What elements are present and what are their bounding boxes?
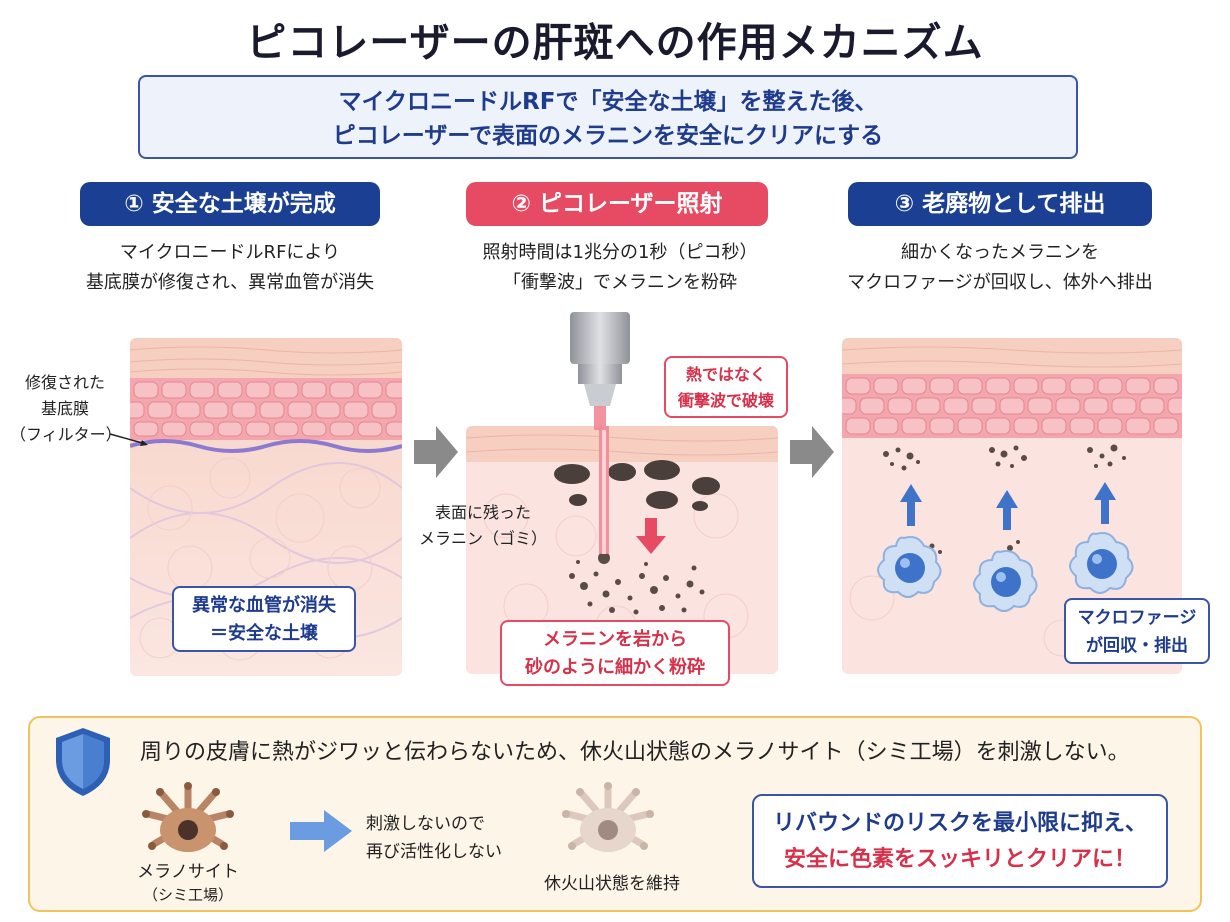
macrophage-callout-line-2: が回収・排出	[1086, 636, 1188, 656]
melanin-label-line-2: メラニン（ゴミ）	[418, 529, 547, 548]
step-3-desc-line-1: 細かくなったメラニンを	[901, 242, 1099, 263]
step-3-description: 細かくなったメラニンを マクロファージが回収し、体外へ排出	[810, 238, 1190, 298]
macrophage-callout: マクロファージ が回収・排出	[1064, 598, 1210, 664]
step-2-desc-line-1: 照射時間は1兆分の1秒（ピコ秒）	[482, 242, 758, 263]
basement-pointer-arrow	[109, 433, 148, 446]
dormant-label: 休火山状態を維持	[544, 874, 680, 894]
panel-3-skin-illustration	[842, 338, 1182, 674]
panel-1-callout: 異常な血管が消失 ＝安全な土壌	[172, 586, 356, 652]
macrophage-icon	[973, 550, 1038, 612]
step-1-description: マイクロニードルRFにより 基底膜が修復され、異常血管が消失	[40, 238, 420, 298]
heat-callout: 熱ではなく 衝撃波で破壊	[664, 356, 788, 418]
heat-callout-line-2: 衝撃波で破壊	[677, 391, 774, 410]
melanin-label: 表面に残った メラニン（ゴミ）	[408, 500, 558, 552]
step-2-description: 照射時間は1兆分の1秒（ピコ秒） 「衝撃波」でメラニンを粉砕	[430, 238, 810, 298]
bottom-title: 周りの皮膚に熱がジワッと伝わらないため、休火山状態のメラノサイト（シミ工場）を刺…	[140, 740, 1130, 765]
panel-1-callout-line-2: ＝安全な土壌	[210, 623, 318, 644]
arrow-right-icon	[790, 426, 834, 478]
panel-3-svg	[842, 338, 1182, 674]
step-2-desc-line-2: 「衝撃波」でメラニンを粉砕	[503, 272, 737, 293]
basement-label-line-1: 修復された	[24, 373, 105, 392]
arrow-down-icon	[636, 518, 666, 554]
macrophage-icon	[877, 536, 942, 598]
risk-box: リバウンドのリスクを最小限に抑え、 安全に色素をスッキリとクリアに！	[752, 794, 1168, 888]
summary-line-2: ピコレーザーで表面のメラニンを安全にクリアにする	[332, 123, 884, 149]
arrow-text-line-2: 再び活性化しない	[366, 842, 502, 862]
basement-label-line-3: （フィルター）	[10, 425, 122, 444]
arrow-right-icon	[414, 426, 458, 478]
basement-membrane-label: 修復された 基底膜 （フィルター）	[10, 370, 122, 448]
panel-1-callout-line-1: 異常な血管が消失	[192, 595, 336, 616]
step-1-desc-line-2: 基底膜が修復され、異常血管が消失	[85, 272, 375, 293]
step-1-pill: ① 安全な土壌が完成	[80, 182, 380, 226]
summary-line-1: マイクロニードルRFで「安全な土壌」を整えた後、	[338, 89, 878, 115]
arrow-right-icon	[290, 810, 352, 852]
heat-callout-line-1: 熱ではなく	[685, 365, 766, 384]
basement-label-line-2: 基底膜	[40, 399, 89, 418]
melanocyte-label-group: メラノサイト （シミ工場）	[120, 860, 256, 906]
laser-probe-icon	[570, 312, 630, 430]
macrophage-callout-line-1: マクロファージ	[1077, 608, 1197, 628]
risk-line-2: 安全に色素をスッキリとクリアに！	[783, 847, 1136, 872]
melanin-label-line-1: 表面に残った	[434, 503, 531, 522]
arrow-text-line-1: 刺激しないので	[366, 814, 485, 834]
shield-icon	[56, 728, 110, 796]
arrow-up-icon	[900, 482, 1116, 530]
melanocyte-label: メラノサイト	[137, 862, 239, 882]
crush-callout-line-2: 砂のように細かく粉砕	[525, 657, 705, 678]
melanocyte-sublabel: （シミ工場）	[142, 886, 233, 904]
step-2-pill: ② ピコレーザー照射	[466, 182, 768, 226]
crush-callout: メラニンを岩から 砂のように細かく粉砕	[500, 620, 730, 686]
macrophage-icon	[1069, 532, 1134, 594]
page-title: ピコレーザーの肝斑への作用メカニズム	[246, 20, 984, 66]
step-3-pill: ③ 老廃物として排出	[848, 182, 1152, 226]
crush-callout-line-1: メラニンを岩から	[543, 629, 687, 650]
melanocyte-icon	[562, 782, 654, 852]
basement-membrane-line	[130, 439, 402, 453]
summary-box: マイクロニードルRFで「安全な土壌」を整えた後、 ピコレーザーで表面のメラニンを…	[138, 75, 1078, 159]
melanocyte-icon	[142, 782, 234, 852]
risk-line-1: リバウンドのリスクを最小限に抑え、	[772, 811, 1147, 836]
step-3-desc-line-2: マクロファージが回収し、体外へ排出	[847, 272, 1153, 293]
step-1-desc-line-1: マイクロニードルRFにより	[119, 242, 341, 263]
arrow-text: 刺激しないので 再び活性化しない	[366, 810, 536, 866]
